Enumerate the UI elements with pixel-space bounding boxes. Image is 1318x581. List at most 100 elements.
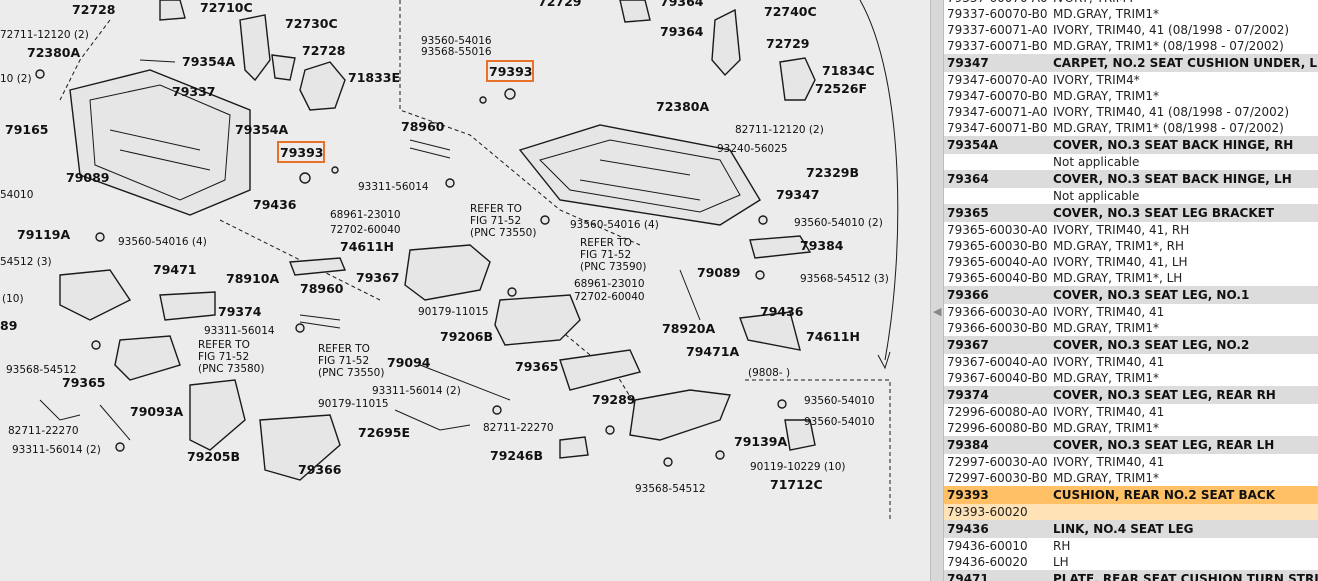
part-description-cell: MD.GRAY, TRIM1* (08/1998 - 07/2002) — [1053, 39, 1284, 53]
part-description-cell: IVORY, TRIM40, 41, LH — [1053, 255, 1188, 269]
refer-note-line: FIG 71-52 — [198, 351, 249, 363]
parts-diagram[interactable]: 72728 72710C 72730C 72729 79364 72740C 7… — [0, 0, 930, 581]
callout-label: 78960 — [300, 281, 344, 296]
highlight-box-79393-a — [486, 60, 534, 82]
callout-label-highlighted: 79393 — [280, 145, 324, 160]
callout-label: 71834C — [822, 63, 875, 78]
callout-label: 74611H — [340, 239, 394, 254]
callout-label: 71833E — [348, 70, 400, 85]
callout-label: 79119A — [17, 227, 70, 242]
part-number-row[interactable]: Not applicable — [944, 154, 1318, 170]
callout-label: 78960 — [401, 119, 445, 134]
collapse-arrow-icon[interactable]: ◀ — [933, 305, 942, 318]
callout-label: 79093A — [130, 404, 183, 419]
part-number-cell: 79364 — [947, 172, 989, 186]
part-number-cell: 79347-60071-A0 — [947, 105, 1048, 119]
part-description-cell: Not applicable — [1053, 189, 1140, 203]
part-number-row[interactable]: 79365-60030-A0 IVORY, TRIM40, 41, RH — [944, 222, 1318, 238]
callout-label: 79471 — [153, 262, 197, 277]
callout-label: 10 (2) — [0, 73, 32, 85]
part-description-cell: LH — [1053, 555, 1069, 569]
part-description-cell: IVORY, TRIM40, 41 (08/1998 - 07/2002) — [1053, 23, 1290, 37]
date-range-note: (9808- ) — [748, 367, 790, 379]
part-number-row[interactable]: Not applicable — [944, 188, 1318, 204]
callout-label: 79367 — [356, 270, 400, 285]
refer-note-line: (PNC 73590) — [580, 261, 646, 273]
part-number-cell: 79366-60030-A0 — [947, 305, 1048, 319]
part-description-cell: IVORY, TRIM4* — [1053, 73, 1140, 87]
part-description-cell: IVORY, TRIM4 — [1053, 0, 1134, 6]
part-group-row[interactable]: 79364 COVER, NO.3 SEAT BACK HINGE, LH — [944, 170, 1318, 188]
callout-label: 79337 — [172, 84, 216, 99]
callout-label: 79354A — [182, 54, 235, 69]
part-description-cell: IVORY, TRIM40, 41, RH — [1053, 223, 1190, 237]
part-description-cell: COVER, NO.3 SEAT BACK HINGE, RH — [1053, 138, 1294, 152]
part-number-cell: 79436-60010 — [947, 539, 1028, 553]
part-number-cell: 72997-60030-A0 — [947, 455, 1048, 469]
part-number-cell: 79436 — [947, 522, 989, 536]
refer-note-line: FIG 71-52 — [318, 355, 369, 367]
part-description-cell: COVER, NO.3 SEAT LEG, NO.2 — [1053, 338, 1250, 352]
part-description-cell: MD.GRAY, TRIM1* — [1053, 471, 1159, 485]
callout-label: 82711-22270 — [8, 425, 79, 437]
part-number-row[interactable]: 79393-60020 — [944, 504, 1318, 520]
callout-label: 72728 — [72, 2, 116, 17]
part-number-cell: 79354A — [947, 138, 999, 152]
callout-label: 93568-55016 — [421, 46, 492, 58]
part-number-cell: 79365 — [947, 206, 989, 220]
part-description-cell: COVER, NO.3 SEAT BACK HINGE, LH — [1053, 172, 1292, 186]
callout-label: 79347 — [776, 187, 820, 202]
callout-label: 90179-11015 — [418, 306, 489, 318]
callout-label: 93311-56014 — [204, 325, 275, 337]
part-number-cell: 79365-60040-B0 — [947, 271, 1048, 285]
part-number-cell: 72996-60080-B0 — [947, 421, 1048, 435]
part-number-cell: 79365-60030-A0 — [947, 223, 1048, 237]
callout-label: 72728 — [302, 43, 346, 58]
pane-splitter[interactable]: ◀ — [930, 0, 944, 581]
callout-label: 79089 — [697, 265, 741, 280]
refer-note-line: (PNC 73580) — [198, 363, 264, 375]
part-description-cell: CARPET, NO.2 SEAT CUSHION UNDER, LH — [1053, 56, 1318, 70]
callout-label: 79246B — [490, 448, 543, 463]
callout-label: 72702-60040 — [574, 291, 645, 303]
callout-label: 72695E — [358, 425, 410, 440]
part-description-cell: PLATE, REAR SEAT CUSHION TURN STRIKER — [1053, 572, 1318, 581]
part-description-cell: IVORY, TRIM40, 41 — [1053, 355, 1165, 369]
callout-label: 72526F — [815, 81, 867, 96]
callout-label: 72329B — [806, 165, 859, 180]
callout-label: 79436 — [253, 197, 297, 212]
part-group-row[interactable]: 79354A COVER, NO.3 SEAT BACK HINGE, RH — [944, 136, 1318, 154]
callout-label: 72729 — [538, 0, 582, 9]
